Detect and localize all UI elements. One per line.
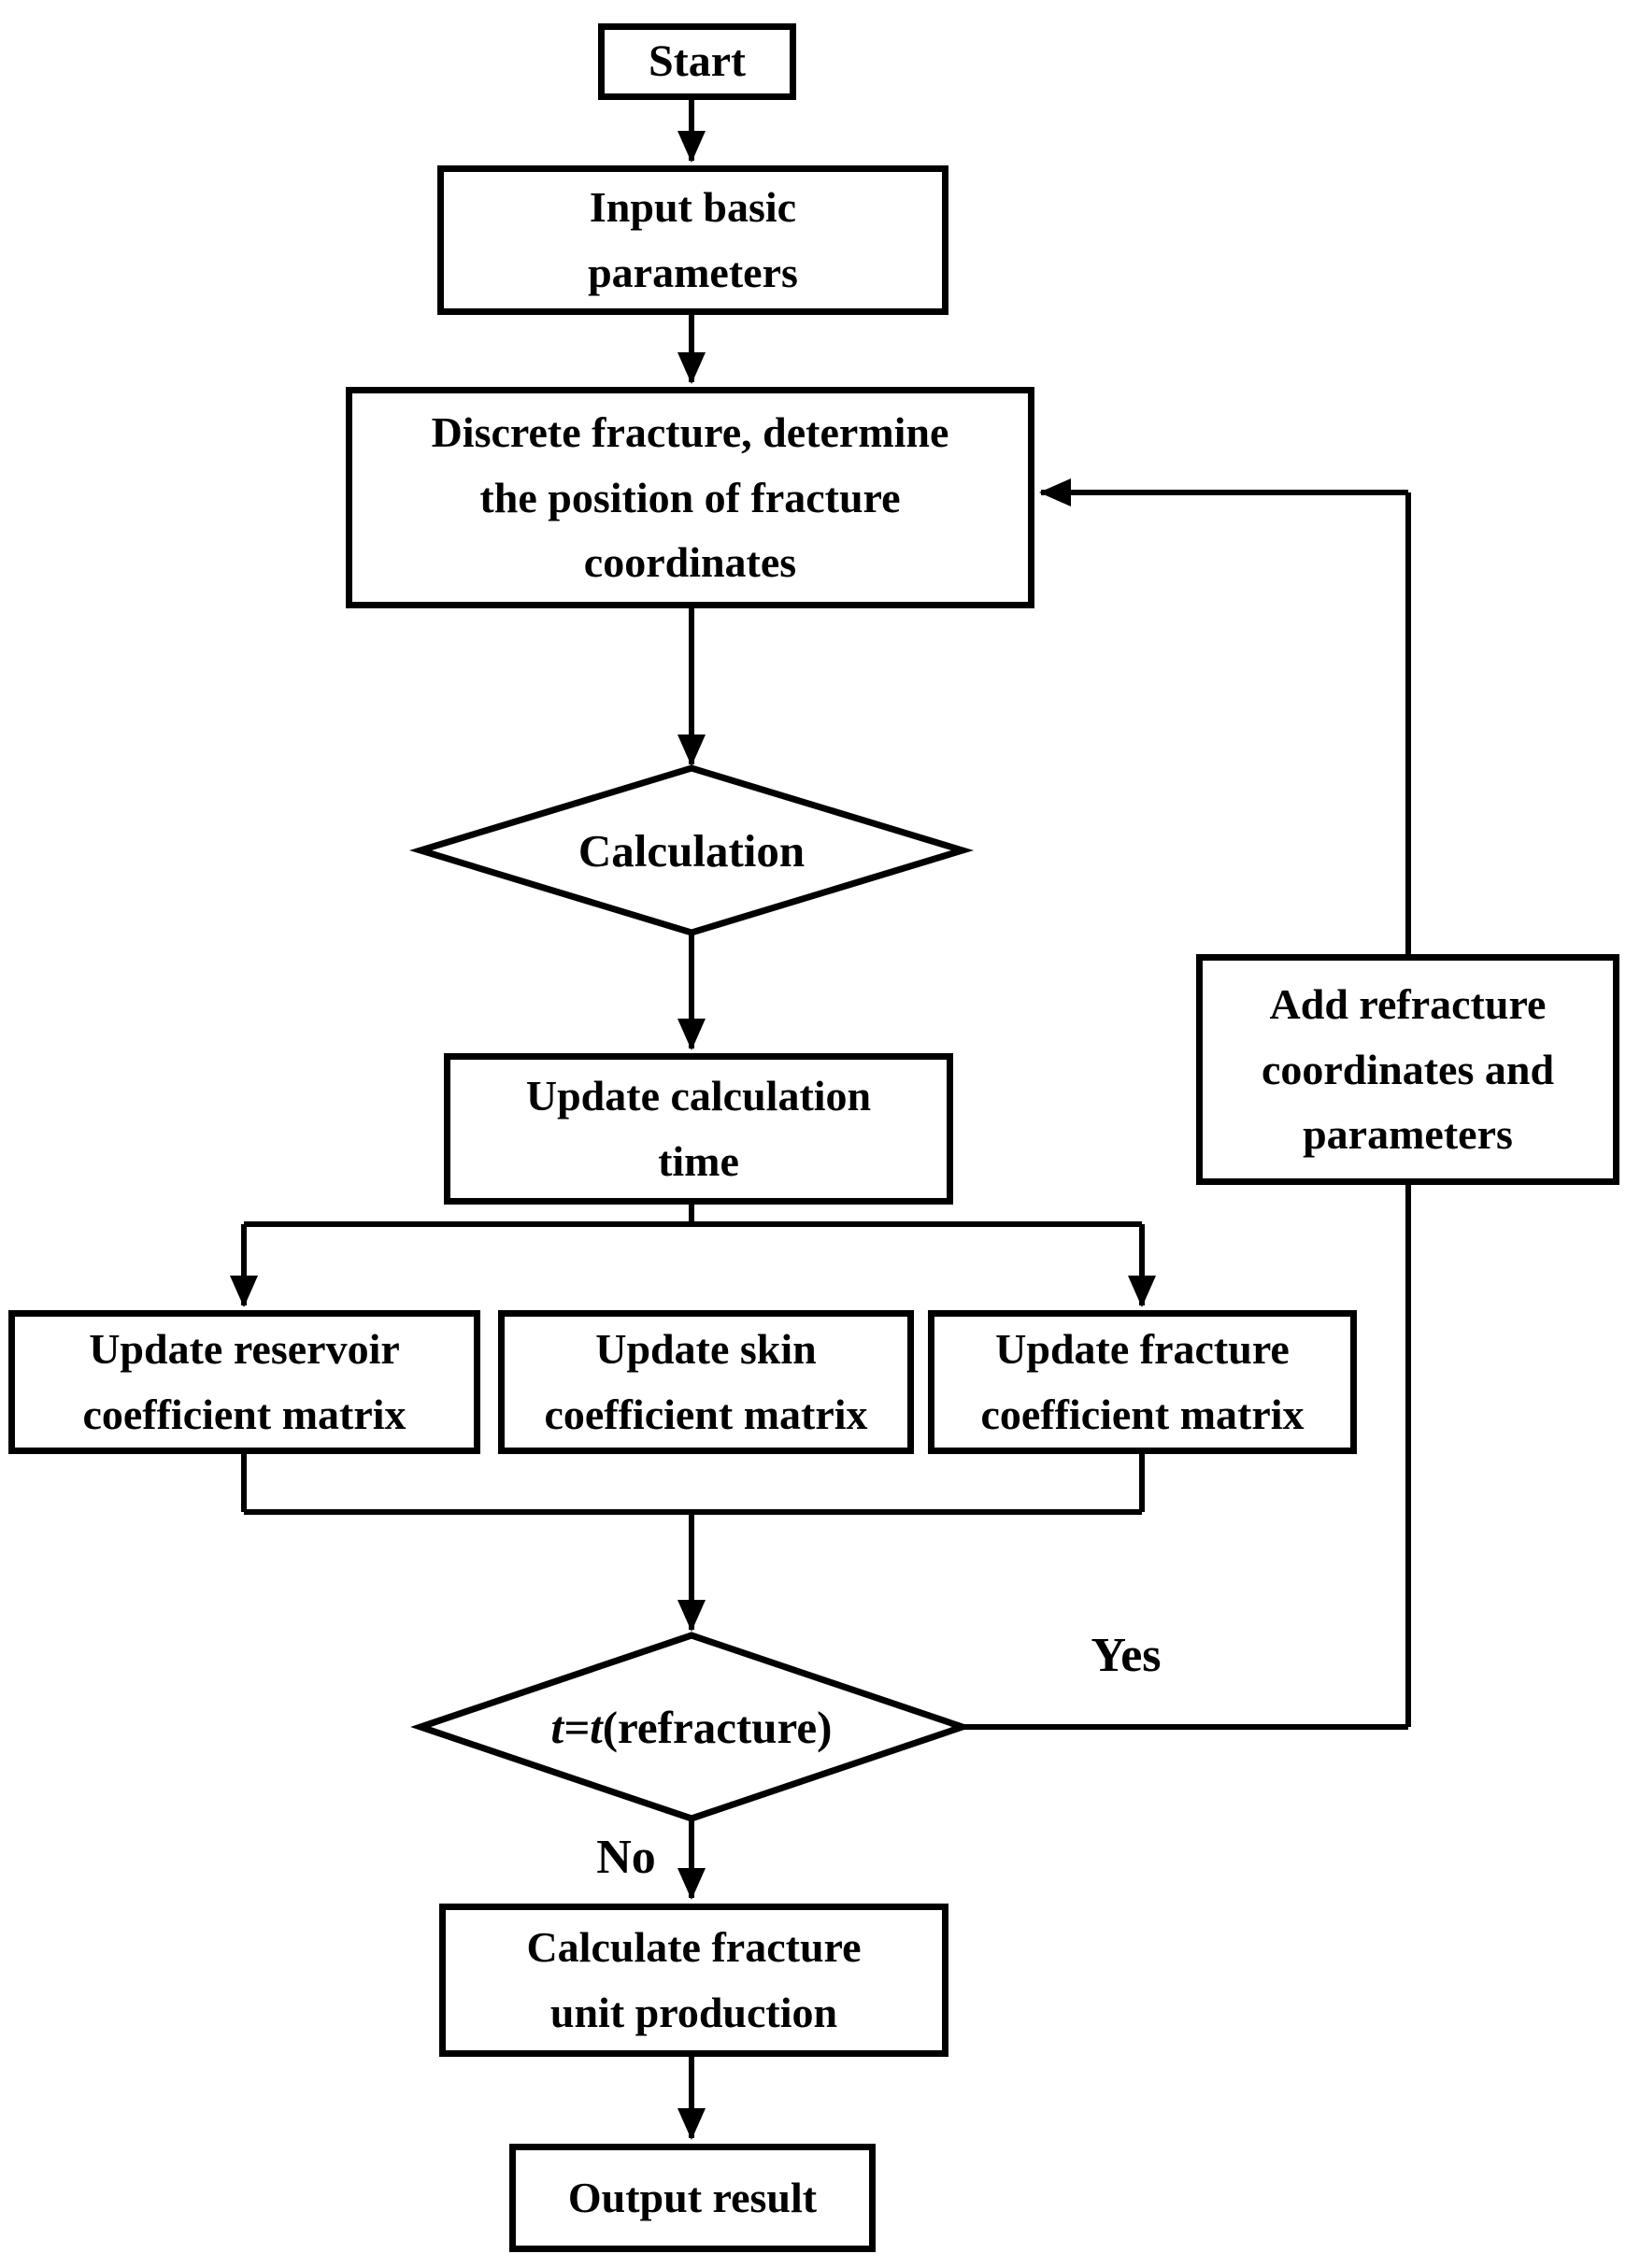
node-discrete-fracture: Discrete fracture, determine the positio… [346,387,1034,608]
no-label: No [596,1831,656,1884]
node-update-reservoir-matrix: Update reservoir coefficient matrix [8,1310,480,1454]
node-update-fracture-matrix: Update fracture coefficient matrix [928,1310,1357,1454]
node-refracture-check-label: t=t(refracture) [421,1635,963,1819]
refracture-check-label-rest: (refracture) [602,1701,833,1753]
refracture-check-label-italic: t=t [550,1701,603,1753]
node-update-skin-matrix: Update skin coefficient matrix [498,1310,914,1454]
node-calculate-fracture-production: Calculate fracture unit production [439,1904,948,2057]
refracture-check-diamond-shape [410,1632,973,1822]
node-input-basic-parameters: Input basic parameters [437,165,948,315]
node-add-refracture: Add refracture coordinates and parameter… [1196,954,1619,1185]
node-start: Start [598,23,796,100]
node-output-result: Output result [509,2144,876,2252]
node-calculation-label: Calculation [578,824,806,877]
yes-label: Yes [1091,1629,1162,1682]
node-update-calculation-time: Update calculation time [444,1053,953,1205]
calculation-diamond-shape [408,764,975,936]
